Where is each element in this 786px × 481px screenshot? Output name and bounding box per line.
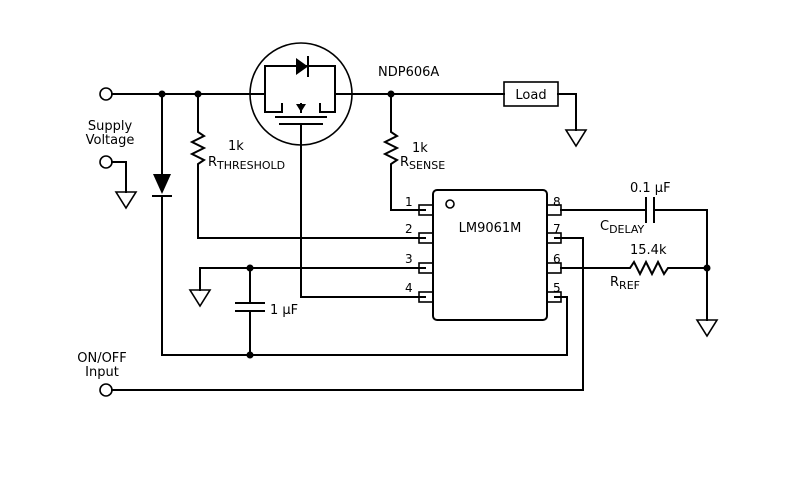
protection-diode xyxy=(152,93,172,356)
pin-number-4: 4 xyxy=(405,281,413,295)
pin-number-5: 5 xyxy=(553,281,561,295)
supply-voltage-label-2: Voltage xyxy=(86,133,135,148)
pin-number-8: 8 xyxy=(553,195,561,209)
rthreshold-value: 1k xyxy=(228,139,244,154)
rref-label: RREF xyxy=(610,275,640,292)
supply-terminal xyxy=(99,87,113,101)
cap-timing-value: 1 μF xyxy=(270,303,298,318)
mosfet-part-label: NDP606A xyxy=(378,65,439,80)
ic-part-label: LM9061M xyxy=(459,221,522,236)
ground-symbol-rref xyxy=(695,319,719,338)
pin-number-1: 1 xyxy=(405,195,413,209)
cdelay-value: 0.1 μF xyxy=(630,181,671,196)
pin-number-2: 2 xyxy=(405,222,413,236)
capacitor-cdelay xyxy=(560,197,708,269)
onoff-label-1: ON/OFF xyxy=(77,351,127,366)
onoff-terminal xyxy=(99,383,113,397)
pin-number-7: 7 xyxy=(553,222,561,236)
supply-return-terminal xyxy=(99,155,113,169)
supply-voltage-label-1: Supply xyxy=(88,119,133,134)
mosfet-ndp606a xyxy=(249,42,353,146)
rthreshold-label: RTHRESHOLD xyxy=(208,155,285,172)
pin-number-3: 3 xyxy=(405,252,413,266)
gate-drive-wire xyxy=(300,144,426,298)
onoff-label-2: Input xyxy=(85,365,119,380)
ground-symbol-supply xyxy=(114,191,138,210)
rref-value: 15.4k xyxy=(630,243,667,258)
onoff-input-wire xyxy=(111,237,584,391)
supply-return-wire xyxy=(111,161,127,193)
cdelay-label: CDELAY xyxy=(600,219,645,236)
resistor-rsense xyxy=(382,93,426,211)
diode-pin5-wire xyxy=(161,296,568,356)
capacitor-1uf xyxy=(235,267,265,356)
resistor-rthreshold xyxy=(189,93,426,239)
ground-symbol-load xyxy=(564,129,588,148)
rsense-label: RSENSE xyxy=(400,155,445,172)
pin-number-6: 6 xyxy=(553,252,561,266)
ic-lm9061m xyxy=(418,189,562,321)
load-return-wire xyxy=(557,93,577,131)
ground-symbol-pin3 xyxy=(188,289,212,308)
rsense-value: 1k xyxy=(412,141,428,156)
load-label: Load xyxy=(515,88,546,103)
resistor-rref xyxy=(560,259,708,277)
pin3-wire xyxy=(199,267,426,291)
